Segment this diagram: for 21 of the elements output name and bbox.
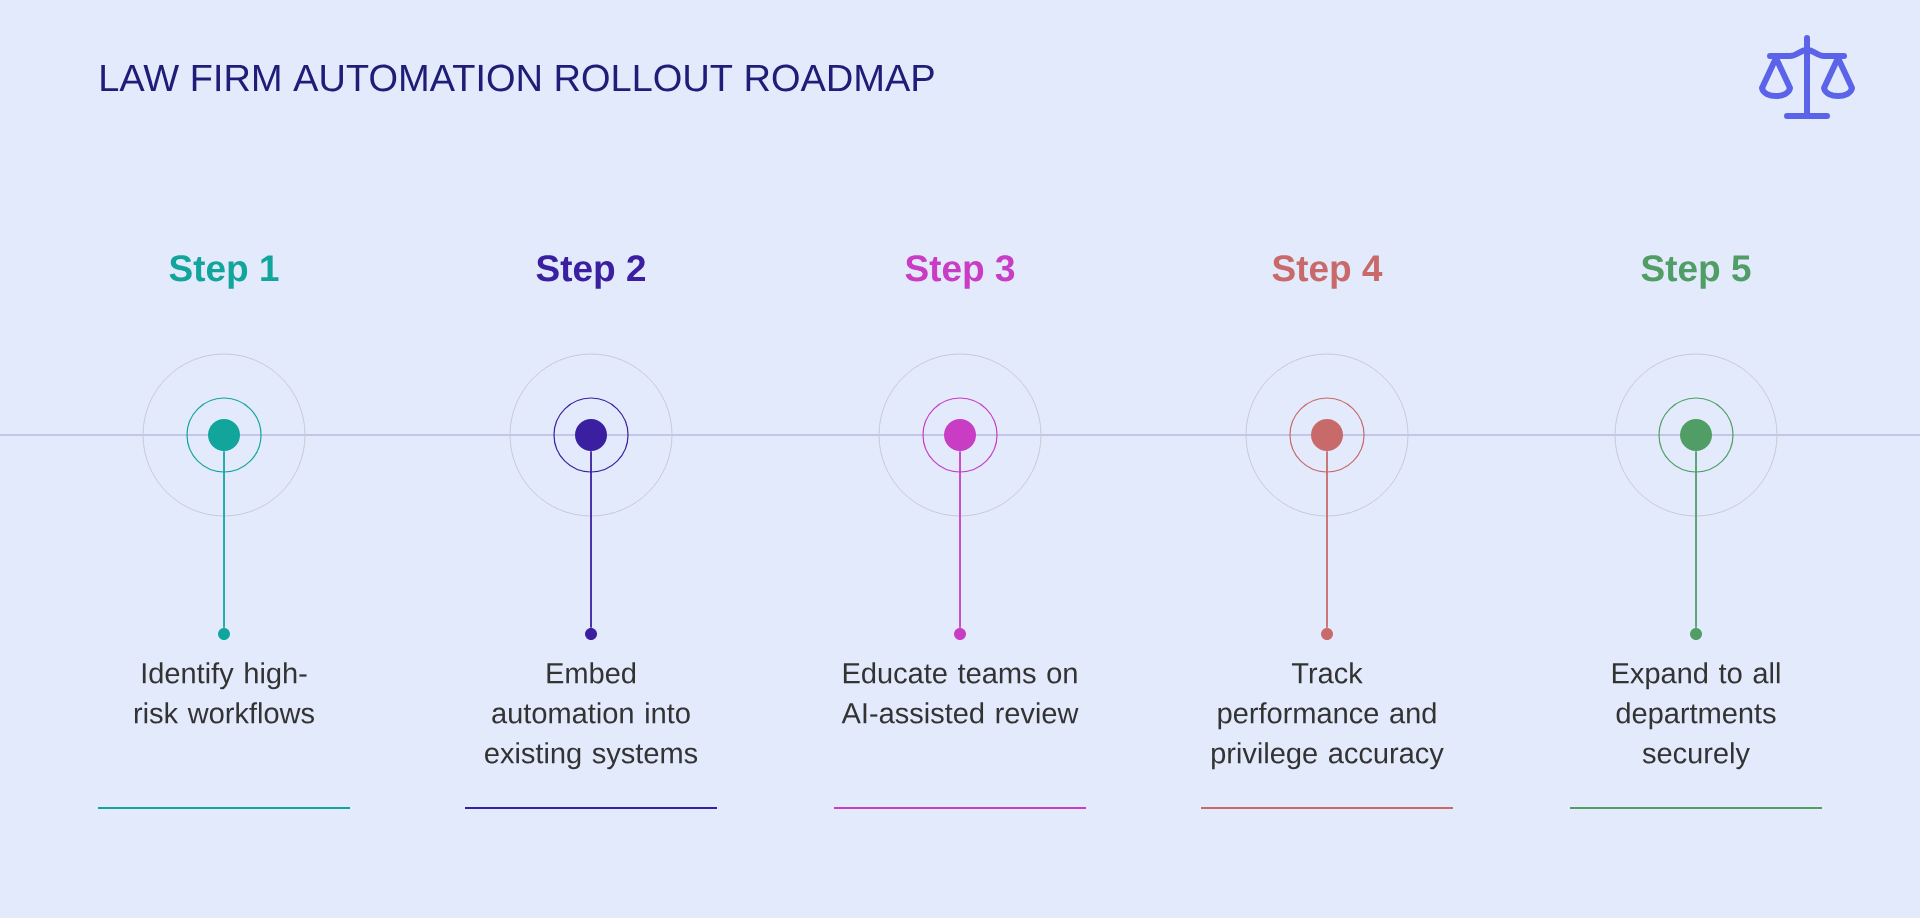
step-description: Track performance and privilege accuracy bbox=[1212, 662, 1444, 770]
connector-line bbox=[1326, 450, 1328, 629]
connector-line bbox=[223, 450, 225, 629]
step-heading: Step 2 bbox=[536, 255, 645, 289]
step-description: Identify high-risk workflows bbox=[134, 662, 314, 724]
step-dot bbox=[944, 419, 976, 451]
step-description: Expand to all departments securely bbox=[1612, 662, 1780, 770]
step-heading: Step 1 bbox=[169, 255, 279, 289]
step-dot bbox=[575, 419, 607, 451]
step-heading: Step 3 bbox=[905, 255, 1015, 289]
step-dot bbox=[208, 419, 240, 451]
connector-line bbox=[590, 450, 592, 629]
step-dot bbox=[1680, 419, 1712, 451]
step-heading: Step 4 bbox=[1272, 255, 1383, 289]
title: LAW FIRM AUTOMATION ROLLOUT ROADMAP bbox=[101, 64, 934, 92]
step-heading: Step 5 bbox=[1641, 255, 1751, 289]
step-description: Embed automation into existing systems bbox=[485, 662, 698, 770]
step-description: Educate teams on AI-assisted review bbox=[841, 662, 1079, 724]
step-dot bbox=[1311, 419, 1343, 451]
connector-line bbox=[959, 450, 961, 629]
connector-line bbox=[1695, 450, 1697, 629]
